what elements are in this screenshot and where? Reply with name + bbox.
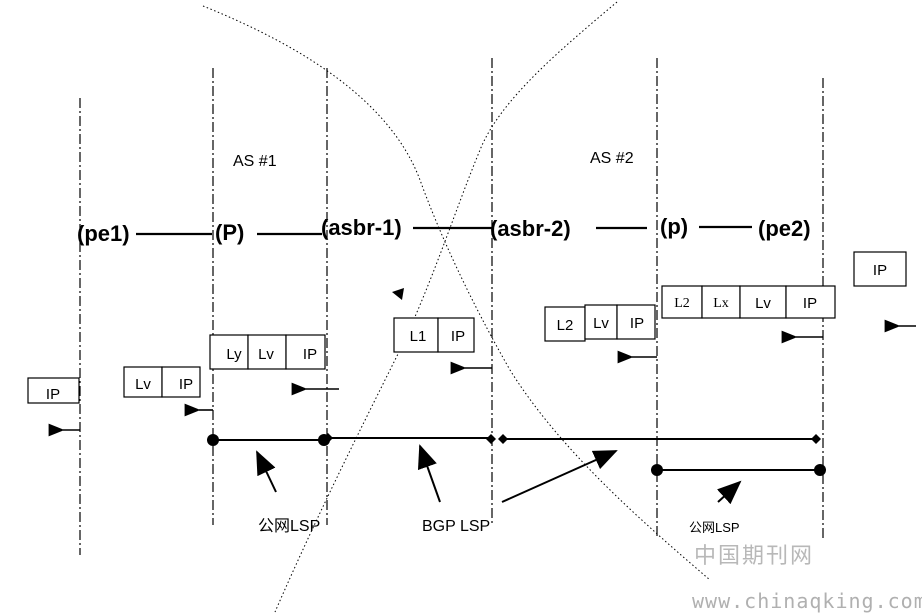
- stack-asbr1-label: Ly: [226, 346, 242, 363]
- stack-p-label: Lv: [135, 376, 151, 393]
- stack-asbr1-cell: [209, 334, 249, 370]
- stack-p2-label: Lv: [593, 315, 609, 332]
- stack-ingress-label: IP: [873, 262, 887, 279]
- small-triangle-icon: [392, 288, 404, 300]
- stack-p-cell: [161, 366, 201, 398]
- stack-p2: L2 Lv IP: [544, 304, 656, 342]
- node-asbr2: (asbr-2): [490, 216, 571, 241]
- stack-pe2-label: Lx: [713, 296, 729, 311]
- as-boundary-curve-right: [274, 1, 618, 613]
- node-p: (P): [215, 220, 244, 245]
- stack-asbr1-cell: [247, 334, 287, 370]
- stack-pe1-cell: [27, 377, 80, 404]
- watermark-logo-text: 中国期刊网: [694, 544, 814, 569]
- stack-p2-label: L2: [557, 317, 574, 334]
- stack-p: Lv IP: [123, 366, 201, 398]
- pointer-public-lsp-as1: [256, 450, 277, 493]
- as2-label: AS #2: [590, 150, 634, 167]
- node-asbr1: (asbr-1): [321, 215, 402, 240]
- stack-asbr2: L1 IP: [393, 317, 475, 353]
- lsp-endpoint-dot: [814, 464, 826, 476]
- stack-asbr1-cell: [285, 334, 326, 370]
- as1-label: AS #1: [233, 153, 277, 170]
- stack-asbr2-cell: [437, 317, 475, 353]
- lsp-endpoint-dot: [651, 464, 663, 476]
- public-lsp-label-right: 公网LSP: [689, 520, 740, 535]
- lsp-endpoint-diamond: [486, 434, 496, 444]
- pointer-public-lsp-as2: [716, 480, 742, 505]
- node-p2: (p): [660, 214, 688, 239]
- stack-p-label: IP: [179, 376, 193, 393]
- stack-p2-label: IP: [630, 315, 644, 332]
- watermark-url: www.chinaqking.com: [692, 589, 922, 613]
- stack-p2-cell: [616, 304, 656, 340]
- pointer-bgp-lsp-2: [501, 450, 618, 503]
- public-lsp-label-left: 公网LSP: [258, 518, 320, 535]
- stack-pe2-label: Lv: [755, 295, 771, 312]
- stack-pe1-label: IP: [46, 386, 60, 403]
- lsp-endpoint-diamond: [498, 434, 508, 444]
- stack-pe2-label: L2: [674, 296, 690, 311]
- pointer-bgp-lsp-1: [417, 444, 441, 503]
- stack-asbr1-label: Lv: [258, 346, 274, 363]
- stack-p2-cell: [584, 304, 618, 340]
- stack-asbr1: Ly Lv IP: [209, 334, 326, 370]
- stack-p-cell: [123, 366, 163, 398]
- bgp-lsp-label: BGP LSP: [422, 518, 490, 535]
- stack-pe1: IP: [27, 377, 80, 404]
- stack-ingress-cell: [853, 251, 907, 287]
- lsp-endpoint-diamond: [323, 433, 333, 443]
- stack-asbr2-cell: [393, 317, 439, 353]
- lsp-endpoint-dot: [207, 434, 219, 446]
- node-pe1: (pe1): [77, 221, 130, 246]
- lsp-endpoint-diamond: [811, 434, 821, 444]
- stack-pe2: L2 Lx Lv IP: [661, 285, 836, 319]
- as-boundary-curve-left: [202, 5, 711, 581]
- stack-pe2-cell: [785, 285, 836, 319]
- stack-asbr2-label: IP: [451, 328, 465, 345]
- stack-pe2-label: IP: [803, 295, 817, 312]
- stack-asbr2-label: L1: [410, 328, 427, 345]
- stack-asbr1-label: IP: [303, 346, 317, 363]
- node-pe2: (pe2): [758, 216, 811, 241]
- stack-ingress: IP: [853, 251, 907, 287]
